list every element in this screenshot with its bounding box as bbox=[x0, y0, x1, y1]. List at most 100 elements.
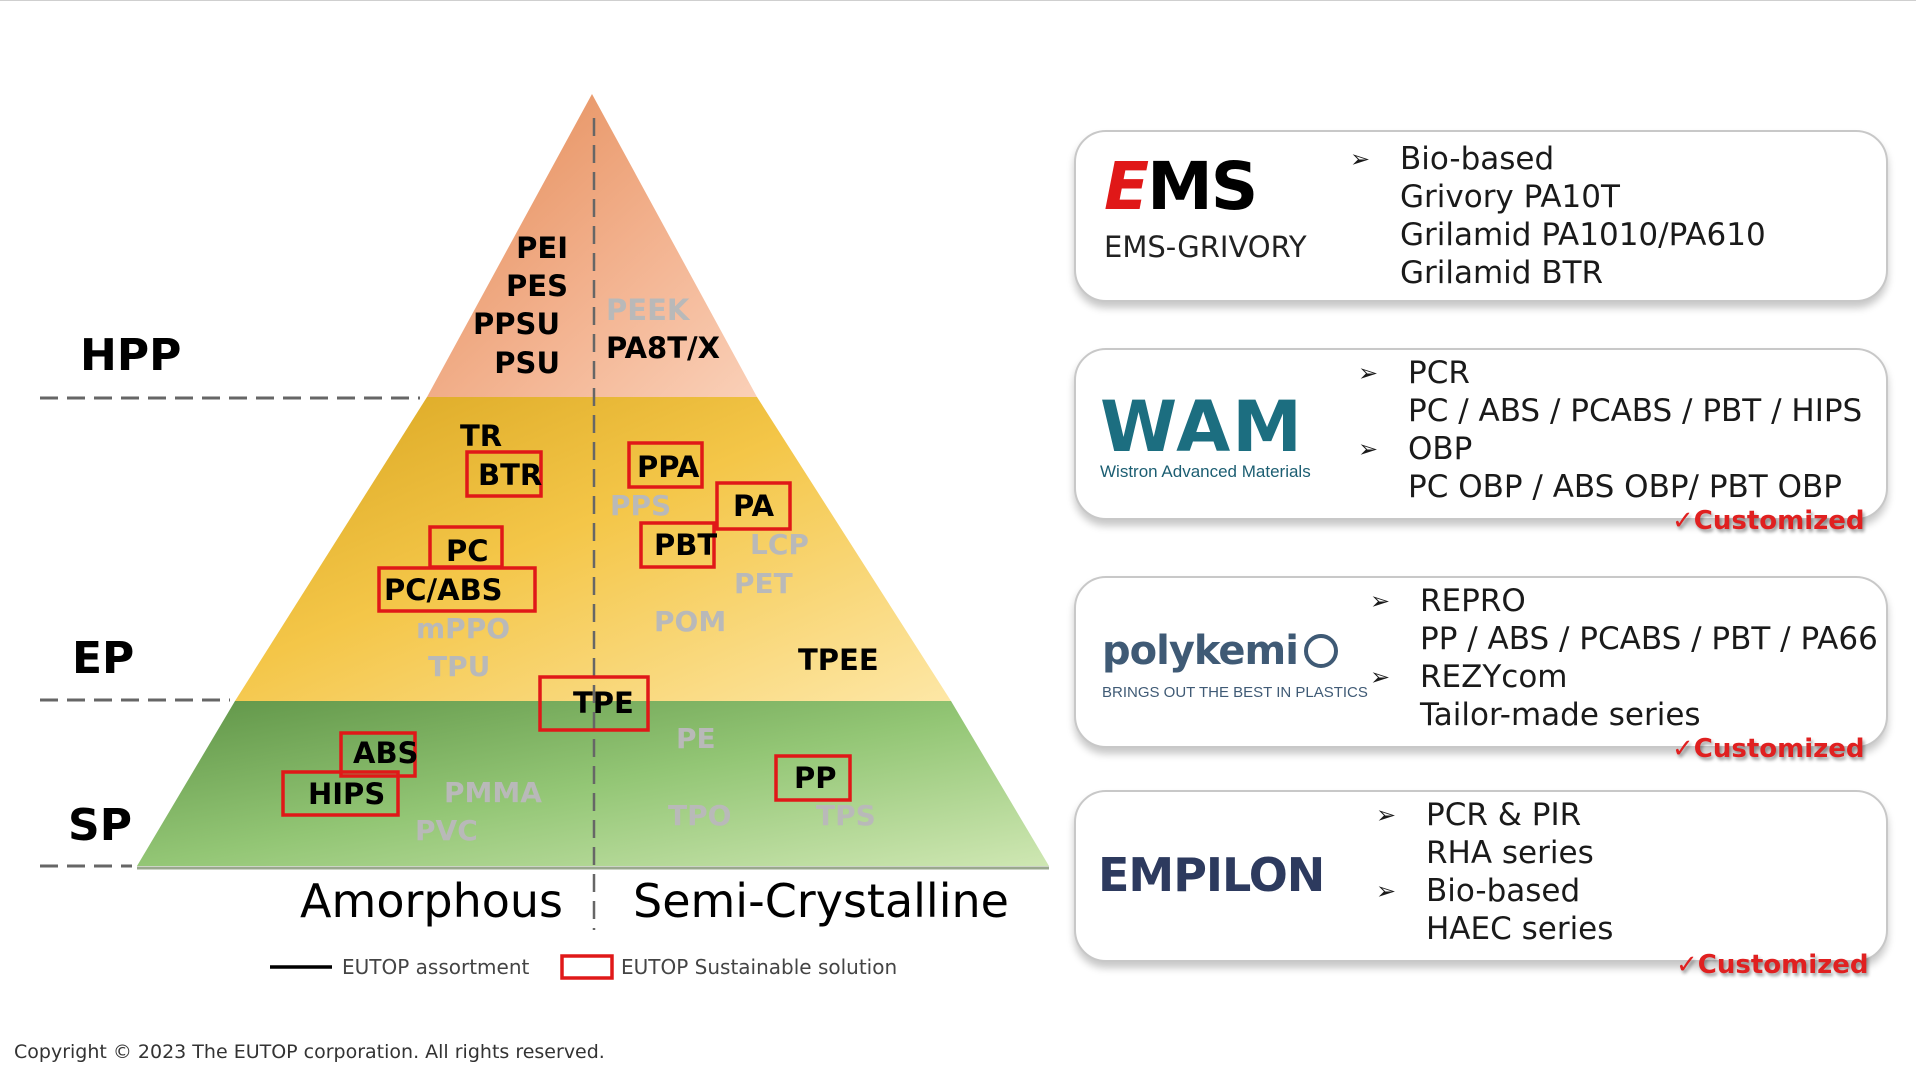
legend-box-icon bbox=[560, 954, 614, 980]
polykemi-customized-badge: ✓Customized bbox=[1672, 734, 1865, 764]
polykemi-emblem-icon bbox=[1303, 634, 1338, 668]
legend-sustainable: EUTOP Sustainable solution bbox=[621, 955, 897, 979]
tier-hpp bbox=[427, 94, 757, 397]
bullet-line: ➢ REZYcom bbox=[1370, 658, 1878, 696]
top-border bbox=[0, 0, 1916, 1]
line-text: PP / ABS / PCABS / PBT / PA66 bbox=[1420, 621, 1878, 657]
sustainable-box-ppa bbox=[627, 441, 704, 489]
label-tps: TPS bbox=[816, 799, 876, 832]
label-pcabs: PC/ABS bbox=[384, 573, 503, 607]
line-text: PC OBP / ABS OBP/ PBT OBP bbox=[1408, 469, 1842, 505]
label-tpo: TPO bbox=[668, 799, 731, 832]
label-pvc: PVC bbox=[415, 814, 478, 847]
label-mppo: mPPO bbox=[416, 612, 510, 645]
bullet-line: Grilamid PA1010/PA610 bbox=[1350, 216, 1766, 254]
label-pmma: PMMA bbox=[444, 776, 542, 809]
bullet-line: RHA series bbox=[1376, 834, 1613, 872]
bullet-line: ➢ REPRO bbox=[1370, 582, 1878, 620]
sustainable-box-abs bbox=[339, 731, 417, 778]
line-text: Tailor-made series bbox=[1420, 697, 1701, 733]
label-pe: PE bbox=[676, 722, 716, 755]
label-psu: PSU bbox=[494, 346, 560, 380]
label-tpu: TPU bbox=[428, 650, 490, 683]
arrow-bullet-icon: ➢ bbox=[1370, 663, 1391, 691]
arrow-bullet-icon: ➢ bbox=[1350, 145, 1371, 173]
label-pes: PES bbox=[506, 269, 568, 303]
label-pom: POM bbox=[654, 605, 726, 638]
arrow-bullet-icon: ➢ bbox=[1358, 435, 1379, 463]
sustainable-box-tpe bbox=[538, 675, 650, 732]
bullet-line: PC / ABS / PCABS / PBT / HIPS bbox=[1358, 392, 1862, 430]
line-text: RHA series bbox=[1426, 835, 1594, 871]
label-pc: PC bbox=[446, 534, 489, 568]
material-pyramid: HPP EP SP PEI PES PPSU PSU PEEK PA8T/X T… bbox=[40, 94, 1049, 980]
line-text: PCR bbox=[1408, 355, 1470, 391]
bullet-line: ➢ Bio-based bbox=[1376, 872, 1613, 910]
ems-logo-mark: EMS bbox=[1104, 148, 1258, 225]
sustainable-box-hips bbox=[281, 770, 400, 817]
line-text: REZYcom bbox=[1420, 659, 1568, 695]
empilon-logo-mark: EMPILON bbox=[1098, 848, 1325, 902]
line-text: Bio-based bbox=[1426, 873, 1581, 909]
ems-logo-sub: EMS-GRIVORY bbox=[1104, 230, 1307, 264]
arrow-bullet-icon: ➢ bbox=[1370, 587, 1391, 615]
polykemi-logo-mark: polykemi bbox=[1102, 628, 1299, 674]
empilon-logo: EMPILON bbox=[1098, 848, 1358, 902]
arrow-bullet-icon: ➢ bbox=[1376, 877, 1397, 905]
line-text: OBP bbox=[1408, 431, 1473, 467]
label-pbt: PBT bbox=[654, 528, 717, 562]
label-ppa: PPA bbox=[637, 450, 700, 484]
empilon-customized-badge: ✓Customized bbox=[1676, 950, 1869, 980]
line-text: REPRO bbox=[1420, 583, 1526, 619]
line-text: HAEC series bbox=[1426, 911, 1614, 947]
label-hips: HIPS bbox=[308, 777, 385, 811]
supplier-card-polykemi: polykemi BRINGS OUT THE BEST IN PLASTICS… bbox=[1074, 576, 1888, 748]
bullet-line: ➢PCR bbox=[1358, 354, 1862, 392]
supplier-card-empilon: EMPILON ➢ PCR & PIR RHA series ➢ Bio-based… bbox=[1074, 790, 1888, 962]
label-tpee: TPEE bbox=[798, 643, 879, 677]
line-text: Grilamid PA1010/PA610 bbox=[1400, 217, 1766, 253]
bullet-line: Grivory PA10T bbox=[1350, 178, 1766, 216]
level-ep: EP bbox=[72, 633, 134, 684]
legend-assortment: EUTOP assortment bbox=[342, 955, 530, 979]
arrow-bullet-icon: ➢ bbox=[1376, 801, 1397, 829]
bullet-line: ➢ OBP bbox=[1358, 430, 1862, 468]
bullet-line: HAEC series bbox=[1376, 910, 1613, 948]
empilon-bullets: ➢ PCR & PIR RHA series ➢ Bio-based HAEC se… bbox=[1376, 796, 1613, 948]
bullet-line: PC OBP / ABS OBP/ PBT OBP bbox=[1358, 468, 1862, 506]
label-abs: ABS bbox=[353, 736, 418, 770]
label-ppsu: PPSU bbox=[473, 307, 560, 341]
label-pa: PA bbox=[733, 489, 775, 523]
ems-logo: EMS EMS-GRIVORY bbox=[1104, 148, 1307, 292]
supplier-card-ems: EMS EMS-GRIVORY ➢ Bio-based Grivory PA10T… bbox=[1074, 130, 1888, 302]
bullet-line: PP / ABS / PCABS / PBT / PA66 bbox=[1370, 620, 1878, 658]
ems-bullets: ➢ Bio-based Grivory PA10T Grilamid PA1010… bbox=[1350, 140, 1766, 292]
wam-bullets: ➢PCR PC / ABS / PCABS / PBT / HIPS ➢OBP … bbox=[1358, 354, 1862, 506]
label-btr: BTR bbox=[478, 458, 542, 492]
level-sp: SP bbox=[68, 800, 132, 851]
supplier-card-wam: WAM Wistron Advanced Materials ➢PCR PC /… bbox=[1074, 348, 1888, 520]
wam-customized-badge: ✓Customized bbox=[1672, 506, 1865, 536]
polykemi-logo-row: polykemi bbox=[1102, 628, 1342, 674]
label-pa8tx: PA8T/X bbox=[606, 331, 720, 365]
label-tpe: TPE bbox=[573, 686, 634, 720]
line-text: Bio-based bbox=[1400, 141, 1555, 177]
polykemi-logo-sub: BRINGS OUT THE BEST IN PLASTICS bbox=[1102, 684, 1368, 701]
label-pp: PP bbox=[794, 761, 837, 795]
label-tr: TR bbox=[460, 419, 502, 453]
tier-ep bbox=[235, 397, 951, 701]
bullet-line: Tailor-made series bbox=[1370, 696, 1878, 734]
line-text: Grilamid BTR bbox=[1400, 255, 1604, 291]
line-text: PC / ABS / PCABS / PBT / HIPS bbox=[1408, 393, 1863, 429]
copyright-text: Copyright © 2023 The EUTOP corporation. … bbox=[14, 1041, 605, 1063]
label-pet: PET bbox=[734, 567, 793, 600]
wam-logo-mark: WAM bbox=[1100, 386, 1304, 468]
label-peek: PEEK bbox=[606, 293, 691, 327]
bullet-line: Grilamid BTR bbox=[1350, 254, 1766, 292]
wam-logo-sub: Wistron Advanced Materials bbox=[1100, 462, 1311, 481]
polykemi-bullets: ➢ REPRO PP / ABS / PCABS / PBT / PA66 ➢ RE… bbox=[1370, 582, 1878, 734]
bullet-line: ➢ Bio-based bbox=[1350, 140, 1766, 178]
line-text: PCR & PIR bbox=[1426, 797, 1582, 833]
level-hpp: HPP bbox=[80, 330, 181, 381]
axis-semi-crystalline: Semi-Crystalline bbox=[633, 874, 1009, 928]
